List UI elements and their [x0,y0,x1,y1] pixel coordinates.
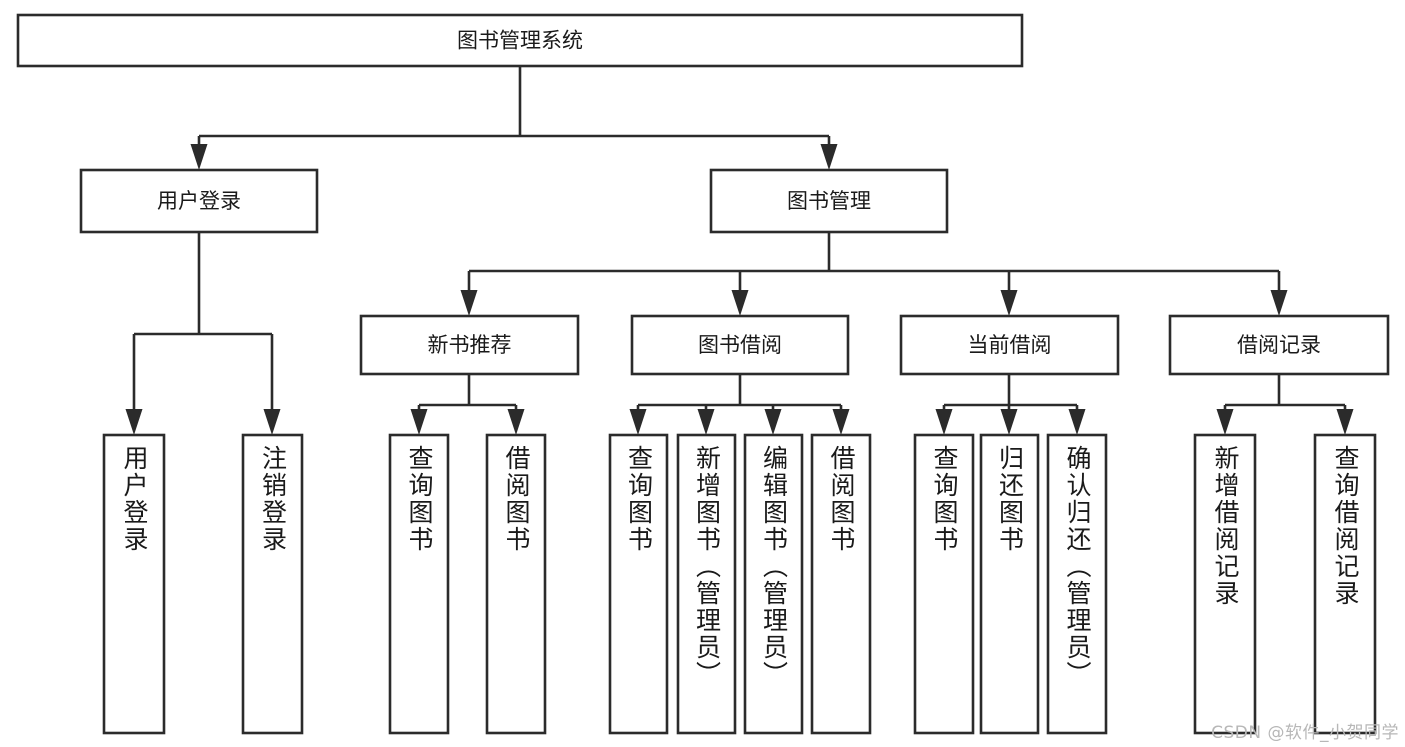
root-drop-0-arrowhead [190,144,208,170]
node-box-layer [16,13,1390,735]
books-drop-2-arrowhead [1000,290,1018,316]
node-box-level2-1[interactable] [709,168,949,234]
node-label-level3-0: 新书推荐 [428,333,512,357]
group-2-drop-0-arrowhead [935,409,953,435]
group-1-drop-3-arrowhead [832,409,850,435]
group-1-drop-0-arrowhead [629,409,647,435]
connector-layer [125,66,1354,435]
group-3-drop-1-arrowhead [1336,409,1354,435]
node-label-root: 图书管理系统 [457,29,583,53]
group-2-drop-1-arrowhead [1000,409,1018,435]
books-drop-0-arrowhead [460,290,478,316]
group-0-drop-0-arrowhead [410,409,428,435]
group-1-drop-1-arrowhead [697,409,715,435]
node-box-leaf-3[interactable] [485,433,547,735]
node-box-level3-2[interactable] [899,314,1120,376]
node-box-leaf-1[interactable] [241,433,304,735]
node-box-leaf-11[interactable] [1193,433,1257,735]
root-drop-1-arrowhead [820,144,838,170]
login-drop-1-arrowhead [263,409,281,435]
node-label-level3-3: 借阅记录 [1237,333,1321,357]
node-box-level3-3[interactable] [1168,314,1390,376]
csdn-watermark: CSDN @软件_小贺同学 [1211,723,1399,743]
node-box-leaf-12[interactable] [1313,433,1377,735]
books-drop-3-arrowhead [1270,290,1288,316]
login-drop-0-arrowhead [125,409,143,435]
node-box-level3-1[interactable] [630,314,850,376]
node-box-leaf-4[interactable] [608,433,669,735]
node-box-leaf-0[interactable] [102,433,166,735]
node-box-leaf-6[interactable] [743,433,804,735]
node-label-level2-0: 用户登录 [157,189,241,213]
node-label-level3-2: 当前借阅 [968,333,1052,357]
node-box-level2-0[interactable] [79,168,319,234]
node-label-level2-1: 图书管理 [787,189,871,213]
group-1-drop-2-arrowhead [764,409,782,435]
node-label-level3-1: 图书借阅 [698,333,782,357]
group-2-drop-2-arrowhead [1068,409,1086,435]
node-box-root[interactable] [16,13,1024,68]
node-box-leaf-2[interactable] [388,433,450,735]
node-box-leaf-5[interactable] [676,433,737,735]
group-0-drop-1-arrowhead [507,409,525,435]
node-box-leaf-9[interactable] [979,433,1040,735]
group-3-drop-0-arrowhead [1216,409,1234,435]
node-box-leaf-8[interactable] [913,433,975,735]
node-box-level3-0[interactable] [359,314,580,376]
node-box-leaf-7[interactable] [810,433,872,735]
books-drop-1-arrowhead [731,290,749,316]
node-box-leaf-10[interactable] [1046,433,1108,735]
